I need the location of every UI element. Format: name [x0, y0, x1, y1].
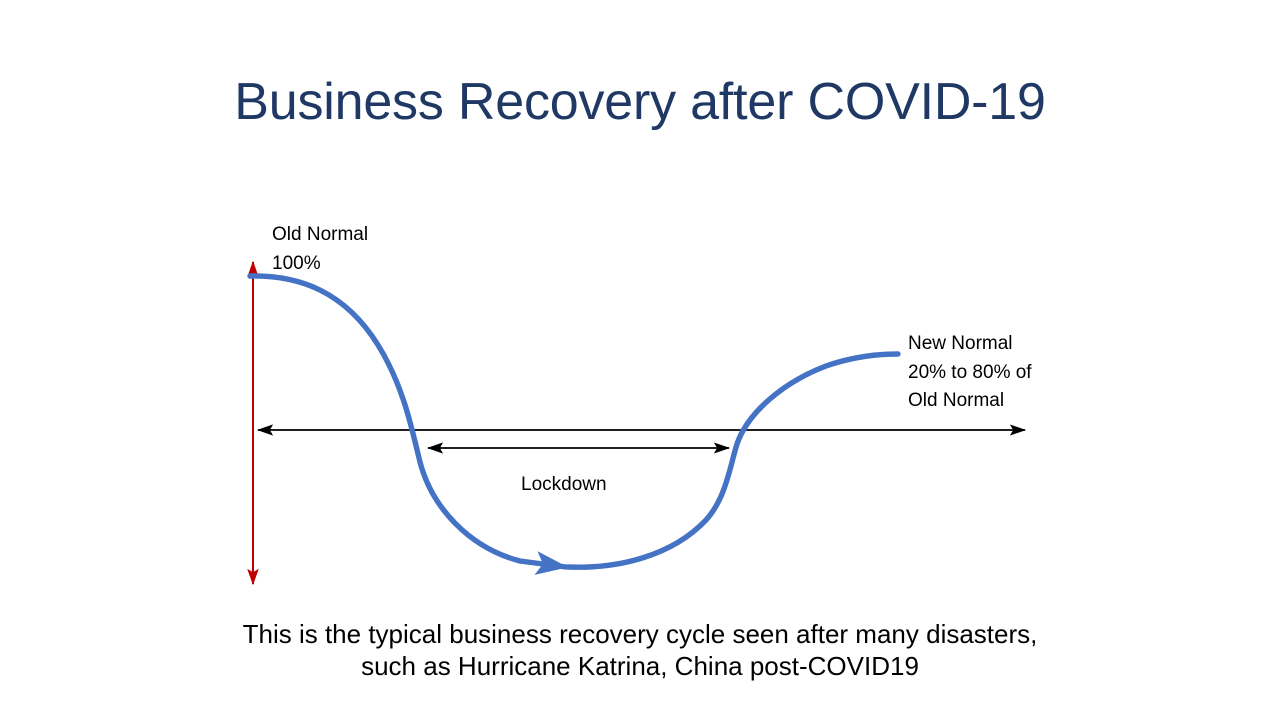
- label-new-normal: New Normal 20% to 80% of Old Normal: [908, 330, 1032, 416]
- recovery-curve-decline: [247, 273, 569, 575]
- label-old-normal: Old Normal 100%: [272, 221, 368, 278]
- recovery-curve-rebound: [565, 351, 901, 570]
- caption-line-1: This is the typical business recovery cy…: [242, 619, 1038, 649]
- label-new-normal-line2: 20% to 80% of: [908, 361, 1032, 383]
- label-new-normal-line1: New Normal: [908, 333, 1013, 354]
- label-lockdown: Lockdown: [521, 474, 607, 495]
- slide-caption: This is the typical business recovery cy…: [150, 618, 1130, 682]
- label-new-normal-line3: Old Normal: [908, 390, 1005, 411]
- page-title: Business Recovery after COVID-19: [234, 73, 1046, 131]
- label-old-normal-line2: 100%: [272, 252, 321, 274]
- label-old-normal-line1: Old Normal: [272, 224, 369, 245]
- caption-line-2: such as Hurricane Katrina, China post-CO…: [361, 651, 919, 681]
